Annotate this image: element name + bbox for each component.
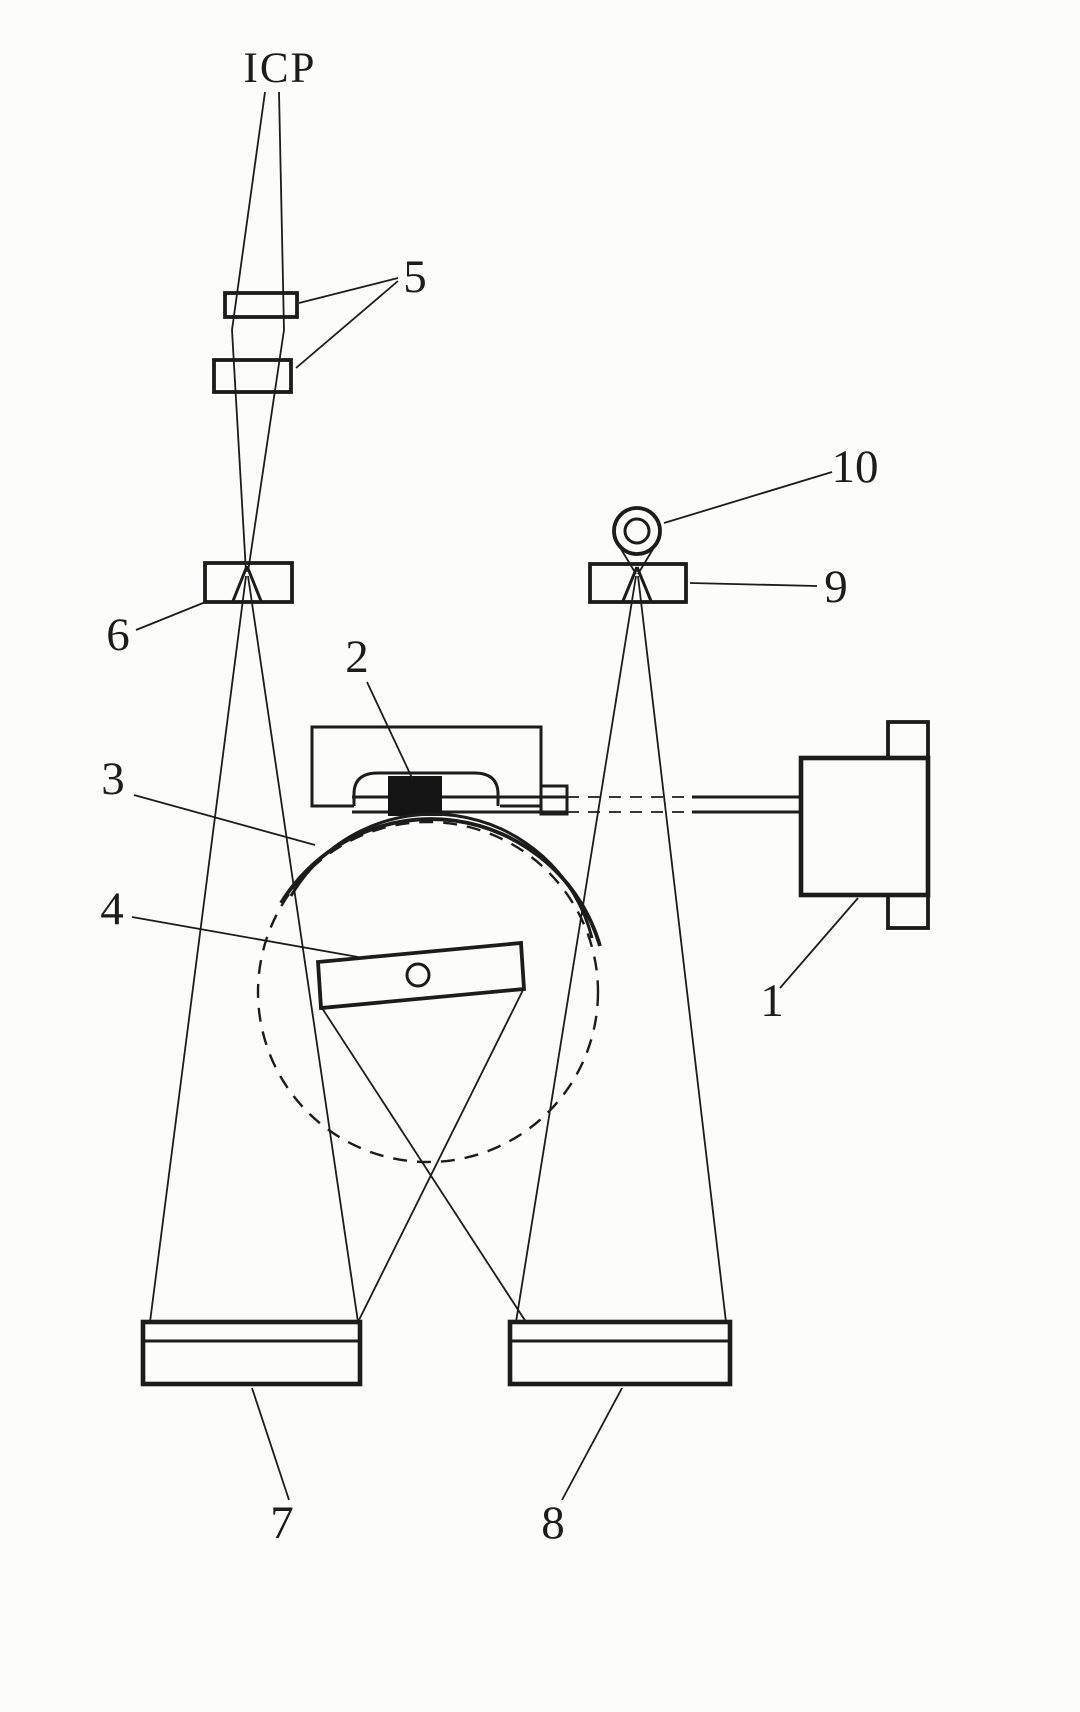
- detector-right: [507, 1319, 733, 1387]
- label-1-leader: [779, 897, 859, 989]
- carriage-bridge: [352, 771, 500, 806]
- label-3: 3: [101, 753, 125, 805]
- label-6: 6: [106, 609, 130, 661]
- label-4-leader: [131, 916, 359, 958]
- motor-body: [798, 755, 931, 898]
- label-7-leader: [251, 1387, 290, 1501]
- mirror-mount: [315, 940, 527, 1011]
- fan-slit6-right-ray: [247, 575, 359, 1323]
- label-9: 9: [824, 561, 848, 613]
- label-8: 8: [541, 1497, 565, 1549]
- label-5: 5: [403, 251, 427, 303]
- grating-arc-outer: [279, 817, 602, 947]
- lamp-assembly: [612, 506, 662, 575]
- label-3-leader: [133, 794, 316, 846]
- reference-slit-notch-right: [635, 566, 653, 602]
- label-7: 7: [270, 1497, 294, 1549]
- label-5-leader-upper: [298, 277, 399, 304]
- label-8-leader: [561, 1387, 623, 1501]
- detector-left: [140, 1319, 363, 1387]
- aperture-upper: [223, 291, 299, 319]
- lamp-ray-left: [620, 548, 637, 575]
- label-10: 10: [832, 441, 879, 493]
- reference-slit-body: [588, 562, 688, 604]
- label-2: 2: [345, 631, 369, 683]
- label-4: 4: [100, 883, 124, 935]
- lamp-outer-circle: [612, 506, 662, 556]
- entrance-slit-notch-left: [231, 565, 249, 602]
- label-6-leader: [135, 600, 209, 631]
- detector-left-body: [140, 1319, 363, 1387]
- shaft-coupler: [539, 784, 569, 816]
- lamp-inner-circle: [623, 517, 651, 545]
- fan-slit9-right-ray: [637, 575, 727, 1323]
- label-1: 1: [760, 975, 784, 1027]
- label-10-leader: [663, 471, 833, 524]
- fan-mirror-left-cross-ray: [321, 1007, 527, 1323]
- icp-beam-right-ray: [247, 91, 285, 573]
- motor-bottom-tab: [886, 893, 930, 930]
- reference-slit-plate: [588, 562, 688, 604]
- motor-top-tab: [886, 720, 930, 760]
- mirror-pivot: [405, 962, 431, 988]
- label-5-leaders: [295, 277, 399, 369]
- label-9-leader: [689, 582, 818, 587]
- detector-right-body: [507, 1319, 733, 1387]
- mirror-plate: [315, 940, 527, 1011]
- fan-slit9-left-ray: [515, 575, 637, 1323]
- grating-arc-inner: [289, 812, 594, 939]
- reference-slit-notch-left: [621, 566, 639, 602]
- icp-source-label: ICP: [244, 45, 317, 92]
- housing-outline: [310, 725, 543, 808]
- entrance-slit-body: [203, 561, 294, 604]
- fan-mirror-right-cross-ray: [357, 989, 524, 1323]
- lamp-ray-right: [637, 548, 654, 575]
- icp-beam-rays: [231, 91, 285, 573]
- icp-beam-left-ray: [231, 91, 266, 573]
- entrance-slit-plate: [203, 561, 294, 604]
- spectral-ray-fans: [149, 575, 727, 1323]
- fan-slit6-left-ray: [149, 575, 247, 1323]
- label-5-leader-lower: [295, 280, 399, 369]
- modulator-element: [388, 776, 442, 816]
- aperture-lower: [212, 358, 293, 394]
- modulator-housing: [310, 725, 803, 816]
- rowland-circle-dashed: [256, 820, 600, 1164]
- motor: [798, 720, 931, 930]
- label-2-leader: [366, 681, 414, 781]
- entrance-slit-notch-right: [245, 565, 263, 602]
